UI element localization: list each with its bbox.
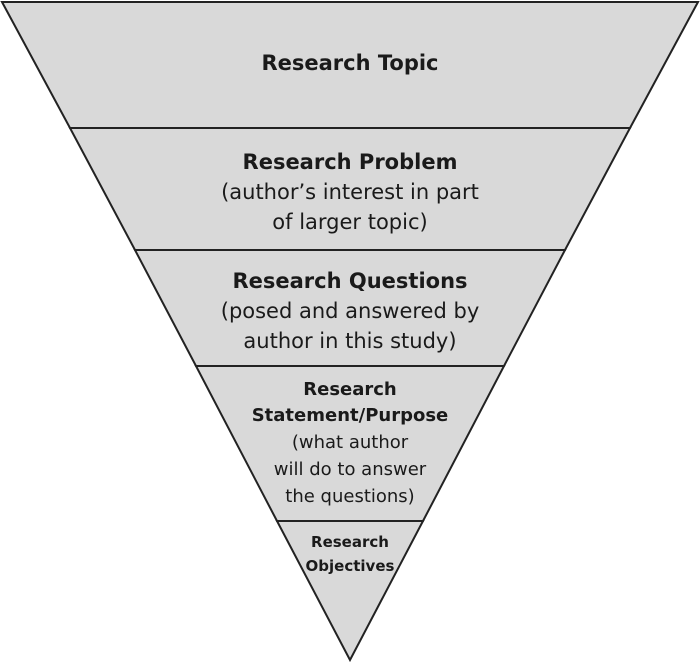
level-description: (posed and answered by author in this st…: [220, 299, 480, 353]
level-description: (author’s interest in part of larger top…: [221, 180, 479, 234]
level-research-problem-text: Research Problem (author’s interest in p…: [0, 147, 700, 237]
level-research-topic-text: Research Topic: [0, 48, 700, 78]
level-title: Research Statement/Purpose: [251, 379, 449, 426]
level-research-statement-text: Research Statement/Purpose (what author …: [200, 377, 500, 510]
level-research-objectives-text: Research Objectives: [280, 530, 420, 578]
level-research-questions-text: Research Questions (posed and answered b…: [0, 266, 700, 356]
funnel-level-research-objectives: [275, 520, 425, 662]
level-description: (what author will do to answer the quest…: [273, 432, 427, 507]
level-title: Research Questions: [232, 269, 468, 293]
level-title: Research Topic: [261, 51, 439, 75]
level-title: Research Problem: [242, 150, 458, 174]
level-title: Research Objectives: [305, 533, 395, 575]
